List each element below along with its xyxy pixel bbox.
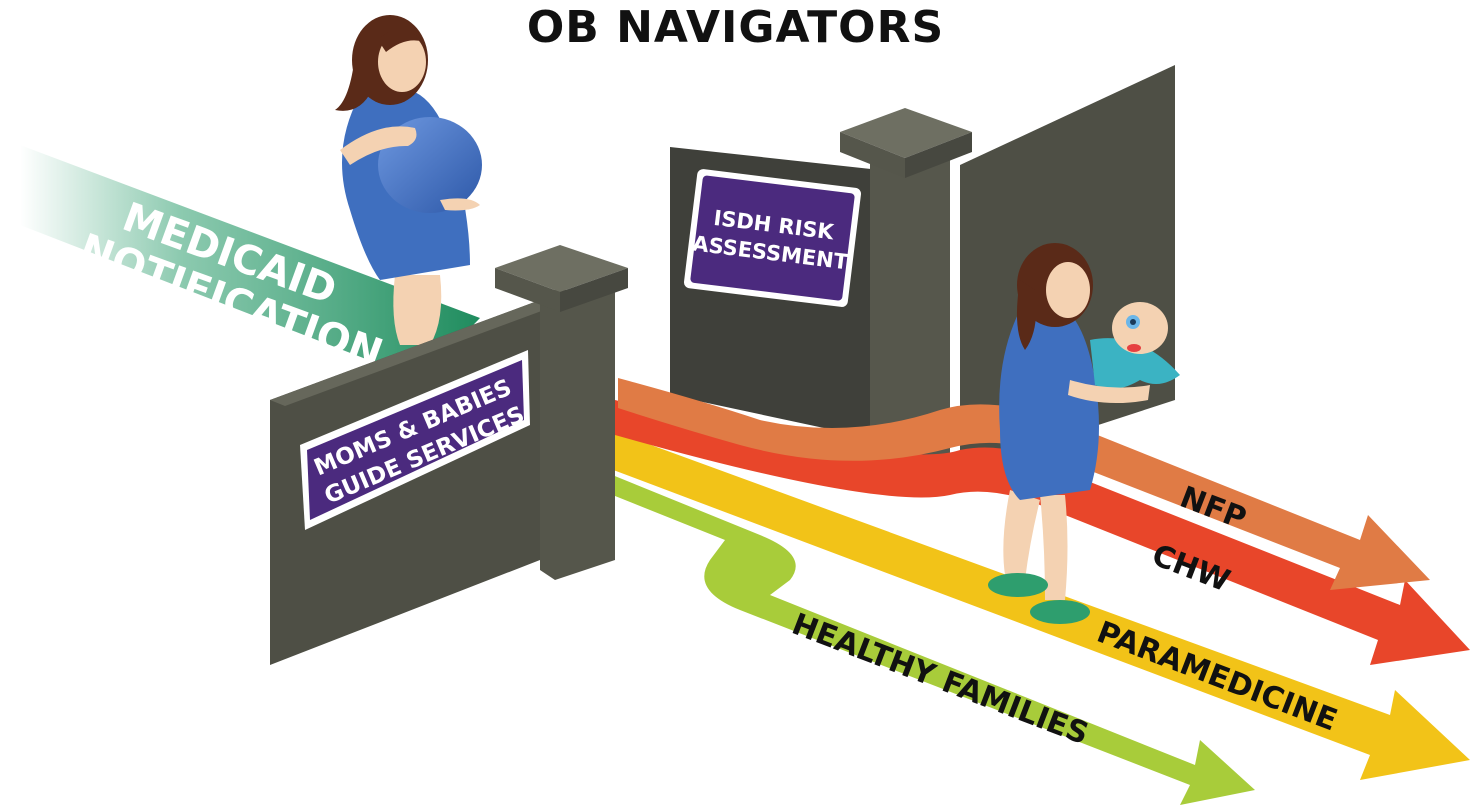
moms-babies-sign-panel [307,360,524,520]
mother-face [1046,262,1090,318]
ribbon-healthy-families [600,470,1255,805]
ribbon-chw [615,400,1470,665]
ribbon-nfp [618,378,1430,590]
shoe-left [988,573,1048,597]
isdh-sign-panel [690,175,855,301]
back-gate: ISDH RISK ASSESSMENT [670,65,1175,470]
pregnant-woman-figure [335,15,482,345]
baby-head [1112,302,1168,354]
label-paramedicine: PARAMEDICINE [1092,615,1342,739]
front-gate: MOMS & BABIES GUIDE SERVICES [270,245,628,665]
diagram-title: OB NAVIGATORS [526,2,945,53]
shoe-right [1030,600,1090,624]
ribbon-paramedicine [600,430,1470,780]
mother-with-baby-figure [988,243,1180,624]
baby-body [1090,338,1180,389]
